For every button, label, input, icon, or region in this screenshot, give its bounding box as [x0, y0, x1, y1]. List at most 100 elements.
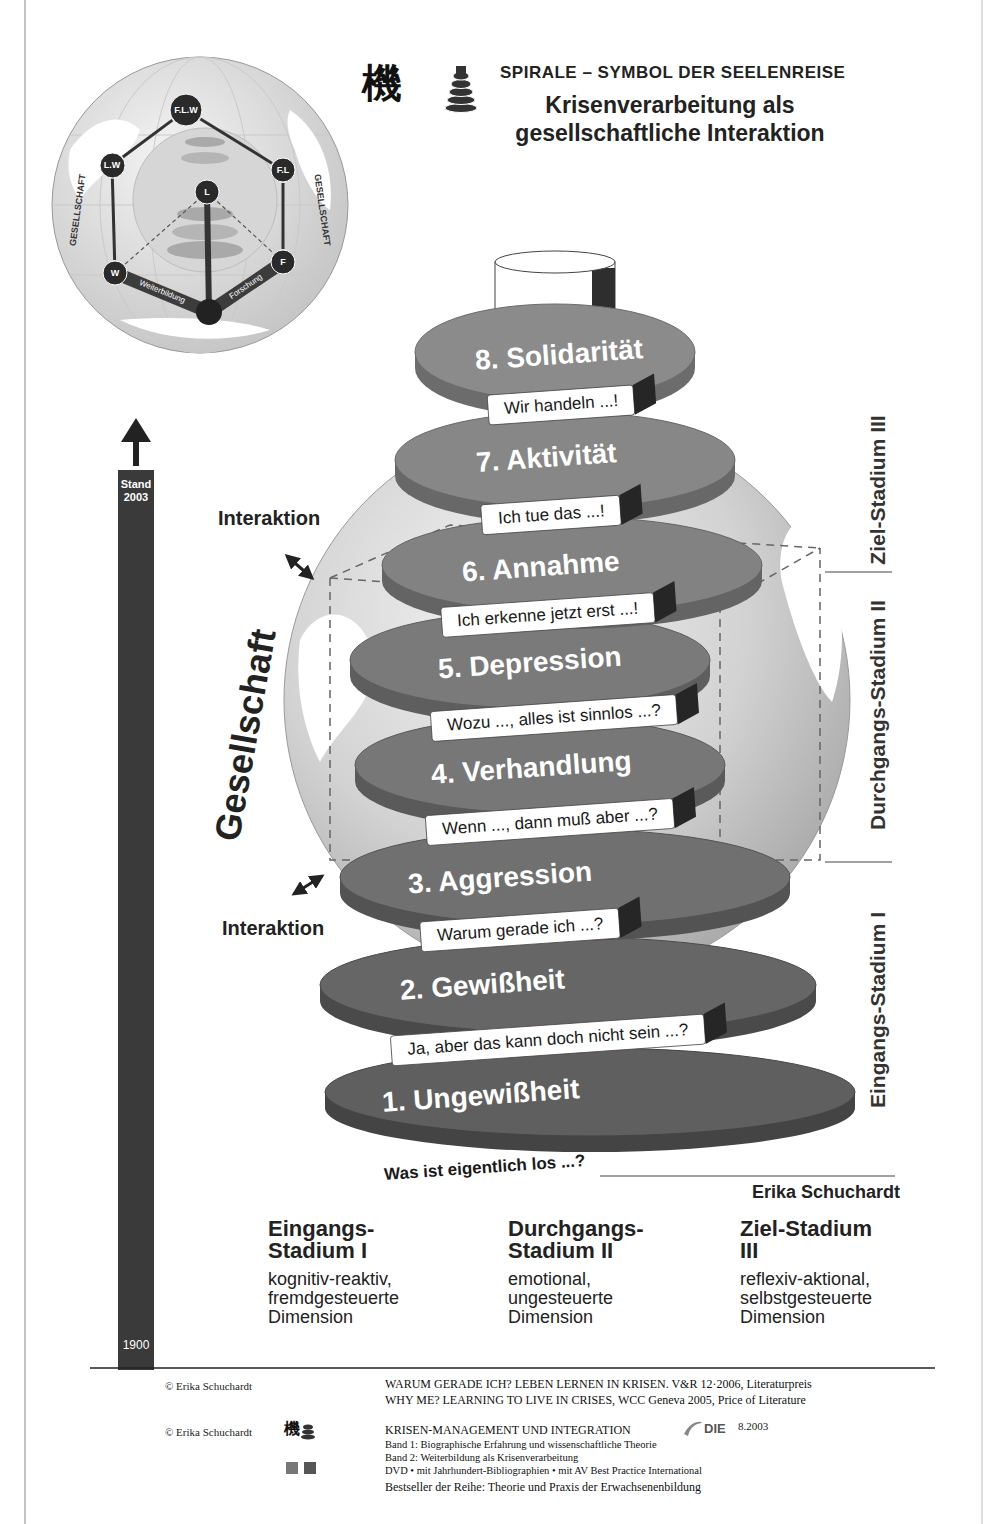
- label-box: Durchgangs-Stadium II: [508, 1218, 658, 1262]
- hex-node: F.L.W: [169, 93, 203, 127]
- small-globe: [52, 57, 348, 353]
- small-globe: [209, 262, 283, 312]
- logo-spiral: [456, 66, 466, 74]
- node-circle-shape: [271, 250, 295, 274]
- stage-separator: [825, 571, 892, 572]
- footer-logo: [301, 1435, 315, 1440]
- spiral-stage: 5. DepressionWozu ..., alles ist sinnlos…: [350, 612, 710, 744]
- title-box: SPIRALE – SYMBOL DER SEELENREISE: [500, 62, 845, 84]
- ribbon-fold: [675, 683, 700, 724]
- ribbon-band: [390, 1014, 705, 1066]
- spiral-ribbon: [425, 787, 697, 846]
- footer-logo: [304, 1462, 316, 1474]
- node-circle-shape: [170, 94, 202, 126]
- label-box: © Erika Schuchardt: [165, 1380, 252, 1393]
- reference: WHY ME? LEARNING TO LIVE IN CRISES, WCC …: [385, 1393, 806, 1407]
- ribbon-band: [420, 908, 621, 952]
- spiral-ribbon: [480, 484, 643, 535]
- small-globe: [185, 137, 225, 147]
- spiral-top-cap: [495, 251, 615, 273]
- footer-logo: [303, 1425, 313, 1430]
- label-box: Eingangs-Stadium I: [865, 912, 890, 1108]
- ribbon-band: [430, 694, 677, 741]
- small-globe: [115, 192, 207, 273]
- label-box: © Erika Schuchardt: [165, 1426, 252, 1439]
- label-box: Ziel-Stadium III: [865, 415, 890, 564]
- interaction-arrow: [287, 556, 322, 894]
- author: Erika Schuchardt: [752, 1182, 900, 1204]
- stage-column-heading: Ziel-Stadium III: [740, 1218, 890, 1262]
- ribbon-fold: [632, 373, 657, 414]
- disk-top: [395, 412, 735, 508]
- disk-top: [320, 937, 816, 1033]
- reference-detail: DVD • mit Jahrhundert-Bibliographien • m…: [385, 1465, 702, 1478]
- node-circle-shape: [271, 158, 295, 182]
- page-frame: [25, 0, 26, 1524]
- ribbon-fold: [672, 787, 697, 828]
- stage-quote: Was ist eigentlich los ...?: [384, 1150, 587, 1186]
- label-box: KRISEN-MANAGEMENT UND INTEGRATION: [385, 1423, 631, 1437]
- publisher-logo: DIE: [704, 1421, 726, 1437]
- node-label: F.L.W: [174, 105, 198, 116]
- logo-glyph: 機: [362, 62, 402, 106]
- stage-column-text: reflexiv-aktional, selbstgesteuerte Dime…: [740, 1270, 910, 1327]
- timeline-bar: [118, 418, 154, 1370]
- stage-column-text: emotional, ungesteuerte Dimension: [508, 1270, 673, 1327]
- hex-node: L.W: [99, 152, 126, 179]
- label-box: Krisenverarbeitung als gesellschaftliche…: [470, 92, 870, 147]
- node-label: L.W: [104, 160, 121, 171]
- interaction-label: Interaktion: [222, 916, 324, 940]
- ribbon-fold: [619, 484, 644, 525]
- small-globe: [207, 192, 209, 312]
- node-label: F: [280, 257, 286, 268]
- footer-rule: [90, 1368, 935, 1369]
- node-circle-shape: [100, 153, 125, 178]
- node-label: L: [204, 187, 210, 198]
- label-box: WHY ME? LEARNING TO LIVE IN CRISES, WCC …: [385, 1393, 806, 1407]
- page-frame: [982, 0, 983, 1524]
- label-box: 機: [362, 62, 402, 106]
- ribbon-fold: [618, 897, 643, 938]
- label-box: Stand 2003: [118, 478, 154, 503]
- spiral-ribbon: [390, 1003, 728, 1066]
- node-circle-shape: [103, 261, 127, 285]
- stage-separator: [600, 1175, 895, 1176]
- logo-spiral: [445, 66, 477, 113]
- node-circle-shape: [195, 180, 219, 204]
- stage-column-heading: Durchgangs-Stadium II: [508, 1218, 658, 1262]
- logo-glyph: 機: [284, 1420, 300, 1438]
- big-globe: [284, 417, 850, 983]
- hexagon-edge: [200, 119, 271, 163]
- copyright: © Erika Schuchardt: [165, 1426, 252, 1439]
- label-box: 機: [284, 1420, 300, 1438]
- label-box: DVD • mit Jahrhundert-Bibliographien • m…: [385, 1465, 702, 1478]
- stage-column-text: kognitiv-reaktiv, fremdgesteuerte Dimens…: [268, 1270, 433, 1327]
- small-globe: [52, 57, 348, 353]
- ribbon-fold: [703, 1003, 728, 1044]
- timeline-bar: [133, 438, 139, 466]
- reference: KRISEN-MANAGEMENT UND INTEGRATION: [385, 1423, 631, 1437]
- label-box: Durchgangs-Stadium II: [865, 600, 890, 830]
- spiral-stage: 8. SolidaritätWir handeln ...!: [415, 304, 695, 431]
- ribbon-band: [481, 495, 622, 535]
- label-box: Erika Schuchardt: [752, 1182, 900, 1204]
- ribbon-fold: [652, 581, 677, 622]
- timeline-label: 1900: [118, 1338, 154, 1352]
- small-globe: [207, 192, 283, 262]
- timeline-label: Stand 2003: [118, 478, 154, 503]
- node-label: W: [111, 268, 120, 279]
- stage-group-label: Durchgangs-Stadium II: [865, 600, 890, 830]
- ribbon-band: [487, 385, 635, 425]
- spiral-stage: 6. AnnahmeIch erkenne jetzt erst ...!: [382, 517, 762, 641]
- label-box: 8.2003: [738, 1420, 768, 1433]
- stage-column-heading: Eingangs-Stadium I: [268, 1218, 418, 1262]
- label-box: Ziel-Stadium III: [740, 1218, 890, 1262]
- ribbon-band: [441, 593, 656, 638]
- label-box: reflexiv-aktional, selbstgesteuerte Dime…: [740, 1270, 910, 1327]
- spiral-stage: 1. UngewißheitWas ist eigentlich los ...…: [325, 1048, 855, 1194]
- interaction-arrow: [294, 876, 322, 894]
- logo-spiral: [451, 80, 471, 89]
- hex-node: L: [194, 179, 220, 205]
- interaction-label: Interaktion: [218, 506, 320, 530]
